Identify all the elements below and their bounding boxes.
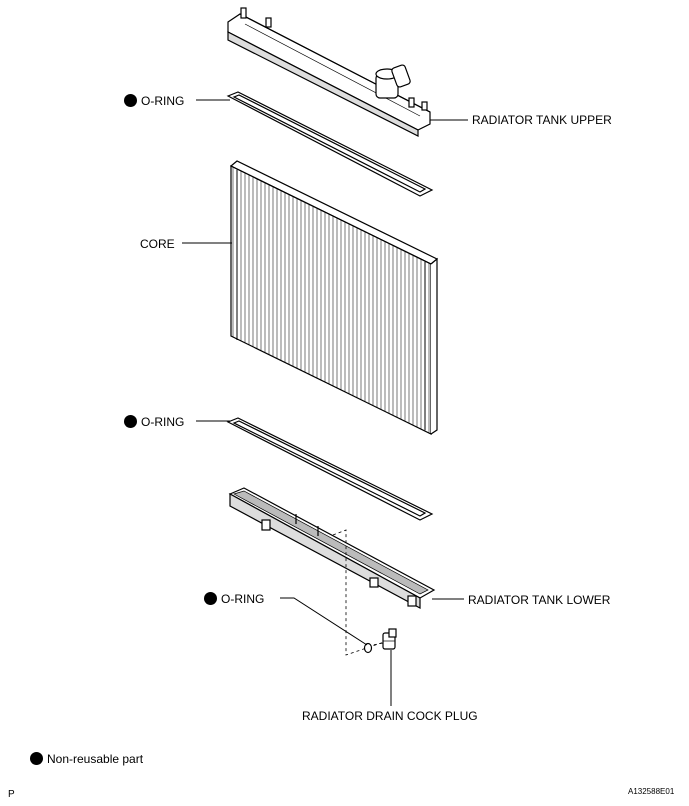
o-ring-middle-label: O-RING bbox=[124, 415, 184, 429]
radiator-drain-cock-plug bbox=[382, 628, 397, 650]
drain-cock-plug-label: RADIATOR DRAIN COCK PLUG bbox=[302, 709, 478, 723]
footer-left: P bbox=[8, 789, 15, 800]
o-ring-upper-label: O-RING bbox=[124, 94, 184, 108]
leader-lines bbox=[182, 99, 468, 706]
radiator-tank-lower-label: RADIATOR TANK LOWER bbox=[468, 593, 611, 607]
core-label: CORE bbox=[140, 237, 175, 251]
o-ring-drain bbox=[363, 642, 373, 654]
radiator-tank-upper-label: RADIATOR TANK UPPER bbox=[472, 113, 612, 127]
o-ring-upper bbox=[226, 91, 434, 197]
o-ring-drain-label: O-RING bbox=[204, 592, 264, 606]
radiator-tank-upper bbox=[227, 7, 431, 137]
non-reusable-mark-icon bbox=[124, 415, 137, 428]
o-ring-middle-text: O-RING bbox=[141, 415, 185, 429]
o-ring-middle bbox=[226, 417, 434, 521]
radiator-core bbox=[229, 160, 439, 435]
non-reusable-mark-icon bbox=[204, 592, 217, 605]
non-reusable-mark-icon bbox=[124, 94, 137, 107]
legend: Non-reusable part bbox=[30, 752, 143, 766]
legend-text: Non-reusable part bbox=[47, 752, 144, 766]
o-ring-drain-text: O-RING bbox=[221, 592, 265, 606]
o-ring-upper-text: O-RING bbox=[141, 94, 185, 108]
figure-id: A132588E01 bbox=[628, 787, 675, 796]
non-reusable-mark-icon bbox=[30, 752, 43, 765]
radiator-tank-lower bbox=[228, 487, 436, 610]
